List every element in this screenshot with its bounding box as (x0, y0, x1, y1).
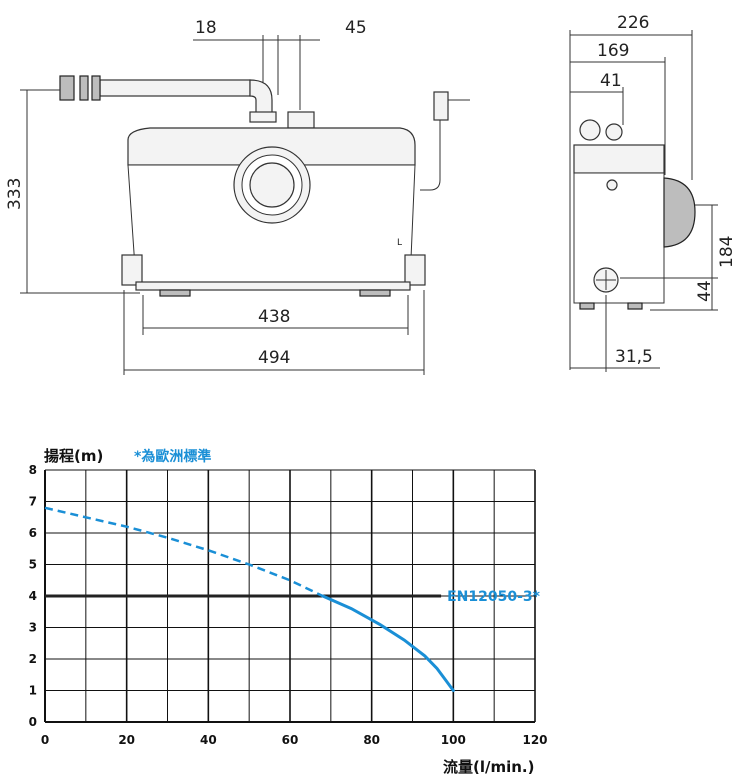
dim-44-label: 44 (695, 280, 715, 302)
x-tick-label: 120 (522, 733, 547, 747)
x-tick-label: 20 (118, 733, 135, 747)
side-outlet (579, 119, 601, 141)
dim-41-label: 41 (600, 71, 622, 91)
y-tick-label: 1 (29, 684, 37, 698)
y-tick-label: 0 (29, 715, 37, 729)
x-tick-labels: 0 20 40 60 80 100 120 (41, 733, 548, 747)
side-foot (579, 302, 595, 310)
dim-226-label: 226 (617, 13, 649, 33)
dim-333-label: 333 (5, 178, 25, 210)
x-tick-label: 80 (363, 733, 380, 747)
y-tick-labels: 0 1 2 3 4 5 6 7 8 (29, 463, 37, 729)
y-tick-label: 5 (29, 558, 37, 572)
side-body (573, 172, 665, 304)
inlet-port-core (249, 162, 295, 208)
y-axis-title: 揚程(m) (44, 447, 103, 465)
power-plug (433, 91, 449, 121)
standard-note: *為歐洲標準 (134, 448, 211, 465)
side-lid (573, 144, 665, 174)
side-foot (627, 302, 643, 310)
series-curve-dashed (44, 506, 324, 598)
dim-45-label: 45 (345, 18, 367, 38)
dim-438-label: 438 (258, 307, 290, 327)
outlet-mark: L (397, 238, 402, 248)
dim-169-label: 169 (597, 41, 629, 61)
base-plate (135, 281, 411, 291)
x-tick-label: 40 (200, 733, 217, 747)
hose-clamp (79, 75, 89, 101)
side-screw (606, 179, 618, 191)
dim-184-label: 184 (717, 236, 737, 268)
x-tick-label: 100 (441, 733, 466, 747)
dim-494-label: 494 (258, 348, 290, 368)
side-valve (605, 123, 623, 141)
y-tick-label: 6 (29, 526, 37, 540)
y-tick-label: 3 (29, 621, 37, 635)
side-view-drawing: 226 169 41 184 44 31,5 (569, 13, 737, 372)
side-motor-cover (663, 177, 696, 248)
reference-line-label: EN12050-3* (447, 589, 541, 605)
hose-clamp (91, 75, 101, 101)
power-cable (420, 120, 441, 191)
dim-18-label: 18 (195, 18, 217, 38)
right-foot-inlet (404, 254, 426, 286)
y-tick-label: 8 (29, 463, 37, 477)
foot (359, 289, 391, 297)
hose-clamp (59, 75, 75, 101)
left-foot-inlet (121, 254, 143, 286)
foot (159, 289, 191, 297)
performance-chart: 0 20 40 60 80 100 120 0 1 2 3 4 5 6 7 8 揚程(m) *為歐洲標準 E… (29, 447, 548, 776)
y-tick-label: 7 (29, 495, 37, 509)
y-tick-label: 4 (29, 589, 37, 603)
vent-stub (287, 111, 315, 129)
y-tick-label: 2 (29, 652, 37, 666)
x-axis-title: 流量(l/min.) (443, 758, 534, 776)
outlet-collar (249, 111, 277, 123)
x-tick-label: 60 (282, 733, 299, 747)
dim-31-5-label: 31,5 (615, 347, 653, 367)
inlet-hose (99, 79, 251, 97)
x-tick-label: 0 (41, 733, 49, 747)
front-view-drawing: 18 45 L 333 4 (5, 18, 470, 375)
series-curve-solid (321, 594, 455, 692)
